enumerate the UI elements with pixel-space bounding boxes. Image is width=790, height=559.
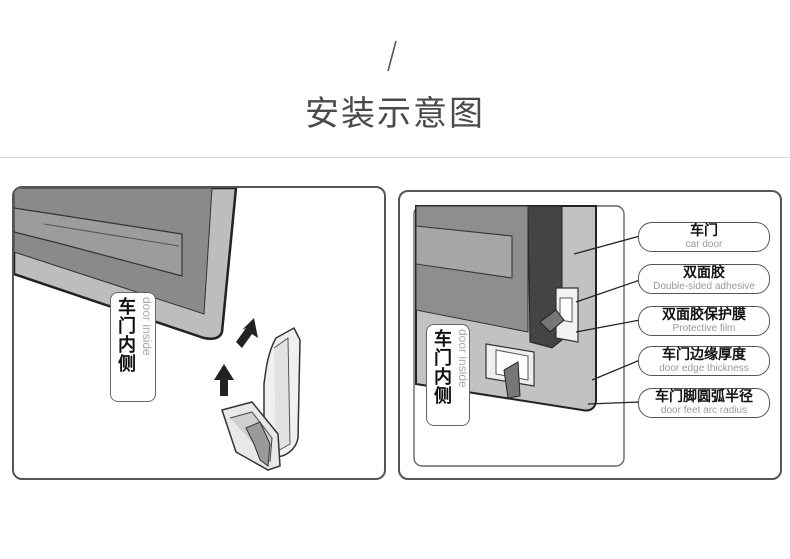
header-divider: [0, 157, 790, 158]
callout-door-edge-thickness: 车门边缘厚度 door edge thickness: [638, 346, 770, 376]
callout-protective-film-zh: 双面胶保护膜: [662, 307, 746, 323]
callout-double-sided-adhesive-zh: 双面胶: [683, 265, 725, 281]
door-inside-label-right: 车门内侧 door inside: [426, 324, 470, 426]
installation-diagram-left: 车门内侧 door inside: [12, 186, 386, 480]
callout-protective-film: 双面胶保护膜 Protective film: [638, 306, 770, 336]
callout-car-door-zh: 车门: [690, 223, 718, 239]
slash-mark: [387, 40, 397, 72]
callout-double-sided-adhesive: 双面胶 Double-sided adhesive: [638, 264, 770, 294]
door-inside-label: 车门内侧 door inside: [110, 292, 156, 402]
callout-double-sided-adhesive-en: Double-sided adhesive: [653, 281, 755, 292]
door-inside-label-right-zh: 车门内侧: [431, 329, 452, 405]
door-illustration-left: [14, 188, 301, 471]
callout-protective-film-en: Protective film: [672, 323, 736, 334]
door-inside-label-zh: 车门内侧: [115, 297, 136, 373]
callout-car-door-en: car door: [685, 239, 723, 250]
callout-door-edge-thickness-en: door edge thickness: [659, 363, 749, 374]
door-inside-label-en: door inside: [140, 297, 154, 356]
callout-car-door: 车门 car door: [638, 222, 770, 252]
header: 安装示意图: [0, 0, 790, 158]
page-title: 安装示意图: [305, 94, 485, 134]
callout-door-edge-thickness-zh: 车门边缘厚度: [662, 347, 746, 363]
callout-door-feet-arc-radius: 车门脚圆弧半径 door feet arc radius: [638, 388, 770, 418]
arrow-up-right-icon: [236, 318, 258, 348]
callout-door-feet-arc-radius-en: door feet arc radius: [660, 405, 748, 416]
door-inside-label-right-en: door inside: [456, 329, 470, 388]
callout-door-feet-arc-radius-zh: 车门脚圆弧半径: [655, 389, 753, 405]
arrow-up-icon: [214, 364, 234, 396]
installation-diagram-right: 车门内侧 door inside 车门 car door 双面胶 Double-…: [398, 190, 782, 480]
